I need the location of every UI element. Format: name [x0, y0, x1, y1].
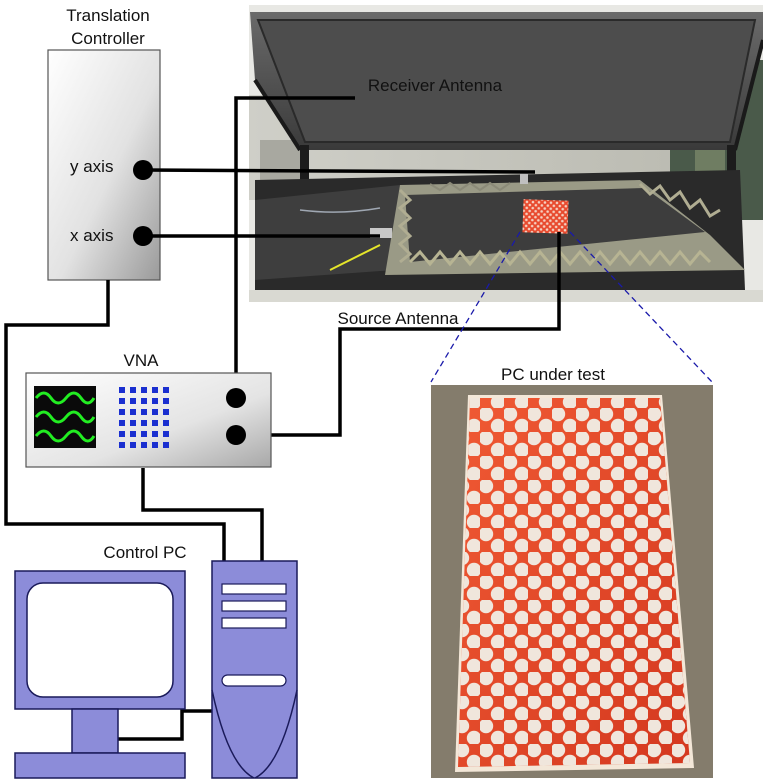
- receiver-antenna-cable: [234, 96, 355, 398]
- anechoic-chamber-photo: [249, 5, 763, 302]
- zoom-line-right: [569, 231, 713, 383]
- oscilloscope-display-icon: [34, 386, 96, 448]
- x-axis-connector: [133, 226, 153, 246]
- y-axis-connector: [133, 160, 153, 180]
- translation-controller-label-line1: Translation: [66, 6, 149, 25]
- tower-pc-icon: [211, 560, 298, 779]
- vna-label: VNA: [124, 351, 160, 370]
- control-pc-label: Control PC: [103, 543, 186, 562]
- cables: [4, 96, 561, 741]
- source-antenna-label: Source Antenna: [338, 309, 460, 328]
- photonic-crystal-photo: [431, 385, 713, 778]
- vna-port-1-connector: [226, 388, 246, 408]
- keypad-grid-icon: [119, 387, 169, 448]
- y-axis-label: y axis: [70, 157, 113, 176]
- y-axis-cable: [142, 168, 536, 174]
- monitor-icon: [14, 570, 186, 779]
- vna-port-2-connector: [226, 425, 246, 445]
- vna-to-pc-cable: [141, 468, 264, 561]
- translation-controller-label-line2: Controller: [71, 29, 145, 48]
- x-axis-label: x axis: [70, 226, 113, 245]
- monitor-to-pc-cable: [118, 709, 214, 741]
- source-antenna-cable: [236, 232, 561, 437]
- zoom-line-left: [430, 231, 521, 383]
- pc-under-test-label: PC under test: [501, 365, 605, 384]
- controller-to-pc-cable: [4, 280, 226, 561]
- receiver-antenna-label: Receiver Antenna: [368, 76, 503, 95]
